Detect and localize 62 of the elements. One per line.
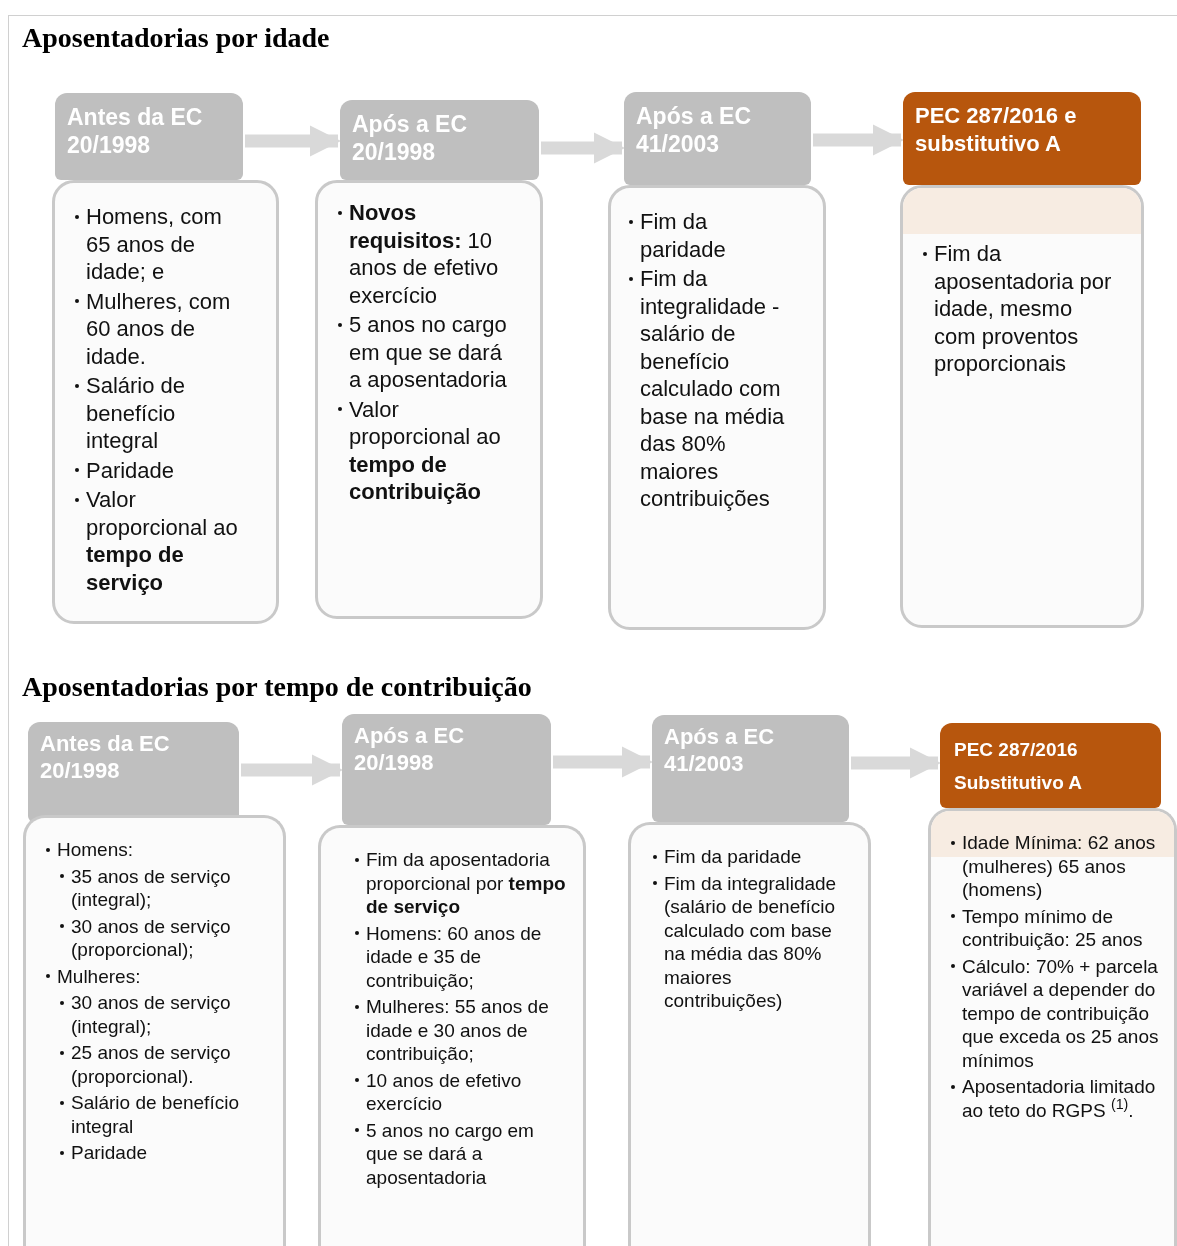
period-header-tab xyxy=(342,714,551,825)
content-card xyxy=(315,180,543,619)
bullet-item: Homens, com 65 anos de idade; e xyxy=(75,203,250,286)
content-card xyxy=(23,815,286,1246)
block-arrow xyxy=(813,124,905,156)
bullet-item: Valor proporcional ao tempo de contribuição xyxy=(338,395,514,506)
bullet-item: 30 anos de serviço (integral); xyxy=(60,991,269,1038)
bullet-item: Paridade xyxy=(75,456,250,484)
bullet-item: Valor proporcional ao tempo de serviço xyxy=(75,486,250,596)
content-card xyxy=(608,185,826,630)
bullet-item: Mulheres: 55 anos de idade e 30 anos de contribuição; xyxy=(355,995,569,1066)
content-card xyxy=(900,185,1144,628)
header-text: Após a EC 20/1998 xyxy=(354,722,466,776)
header-text: Após a EC 41/2003 xyxy=(664,723,776,777)
bullet-item: Fim da aposentadoria por idade, mesmo com proventos proporcionais xyxy=(923,240,1115,378)
bullet-item: 5 anos no cargo em que se dará a aposentadoria xyxy=(355,1118,569,1189)
header-text: PEC 287/2016 e substitutivo A xyxy=(915,102,1078,158)
bullet-item: Fim da integralidade - salário de benefício calculado com base na média das 80% maiores contribuições xyxy=(629,265,797,513)
bullet-item: Idade Mínima: 62 anos (mulheres) 65 anos (homens) xyxy=(951,831,1160,902)
block-arrow xyxy=(241,754,344,786)
bullet-item: Homens: 60 anos de idade e 35 de contribuição; xyxy=(355,921,569,992)
bullet-item: Salário de benefício integral xyxy=(75,372,250,455)
period-header-tab xyxy=(340,100,539,180)
bullet-item: Novos requisitos: 10 anos de efetivo exercício xyxy=(338,199,514,309)
bullet-item: 30 anos de serviço (proporcional); xyxy=(60,914,269,962)
block-arrow xyxy=(553,746,654,778)
header-text: PEC 287/2016 Substitutivo A xyxy=(954,738,1084,795)
bullet-item: Mulheres: xyxy=(46,964,269,988)
bullet-item: Homens: xyxy=(46,838,269,862)
period-header-tab xyxy=(55,93,243,180)
bullet-item: Fim da paridade xyxy=(629,208,797,263)
block-arrow xyxy=(245,125,342,157)
header-text: Antes da EC 20/1998 xyxy=(40,730,171,784)
header-text: Após a EC 41/2003 xyxy=(636,102,753,158)
content-card xyxy=(928,808,1177,1246)
period-header-tab xyxy=(624,92,811,185)
bullet-item: 5 anos no cargo em que se dará a aposentadoria xyxy=(338,311,514,394)
header-text: Antes da EC 20/1998 xyxy=(67,103,204,159)
period-header-tab xyxy=(28,722,239,822)
bullet-item: Fim da integralidade (salário de benefício calculado com base na média das 80% maiores contribuições) xyxy=(653,871,854,1013)
bullet-item: Fim da aposentadoria proporcional por tempo de serviço xyxy=(355,848,569,919)
bullet-item: Paridade xyxy=(60,1141,269,1165)
bullet-item: 10 anos de efetivo exercício xyxy=(355,1068,569,1116)
header-text: Após a EC 20/1998 xyxy=(352,110,469,166)
section-title: Aposentadorias por tempo de contribuição xyxy=(22,670,532,704)
period-header-tab xyxy=(940,723,1161,808)
content-card xyxy=(628,822,871,1246)
bullet-item: Mulheres, com 60 anos de idade. xyxy=(75,287,250,370)
bullet-item: 35 anos de serviço (integral); xyxy=(60,864,269,912)
bullet-item: 25 anos de serviço (proporcional). xyxy=(60,1041,269,1088)
section-title: Aposentadorias por idade xyxy=(22,21,330,55)
content-card xyxy=(52,180,279,624)
content-card xyxy=(318,825,586,1246)
block-arrow xyxy=(541,132,626,164)
period-header-tab xyxy=(652,715,849,822)
bullet-item: Aposentadoria limitado ao teto do RGPS $^{(1)}$. xyxy=(951,1075,1160,1122)
bullet-item: Tempo mínimo de contribuição: 25 anos xyxy=(951,904,1160,952)
period-header-tab xyxy=(903,92,1141,185)
bullet-item: Salário de benefício integral xyxy=(60,1091,269,1138)
block-arrow xyxy=(851,747,942,779)
bullet-item: Cálculo: 70% + parcela variável a depender do tempo de contribuição que exceda os 25 anos mínimos xyxy=(951,954,1160,1072)
bullet-item: Fim da paridade xyxy=(653,845,854,869)
